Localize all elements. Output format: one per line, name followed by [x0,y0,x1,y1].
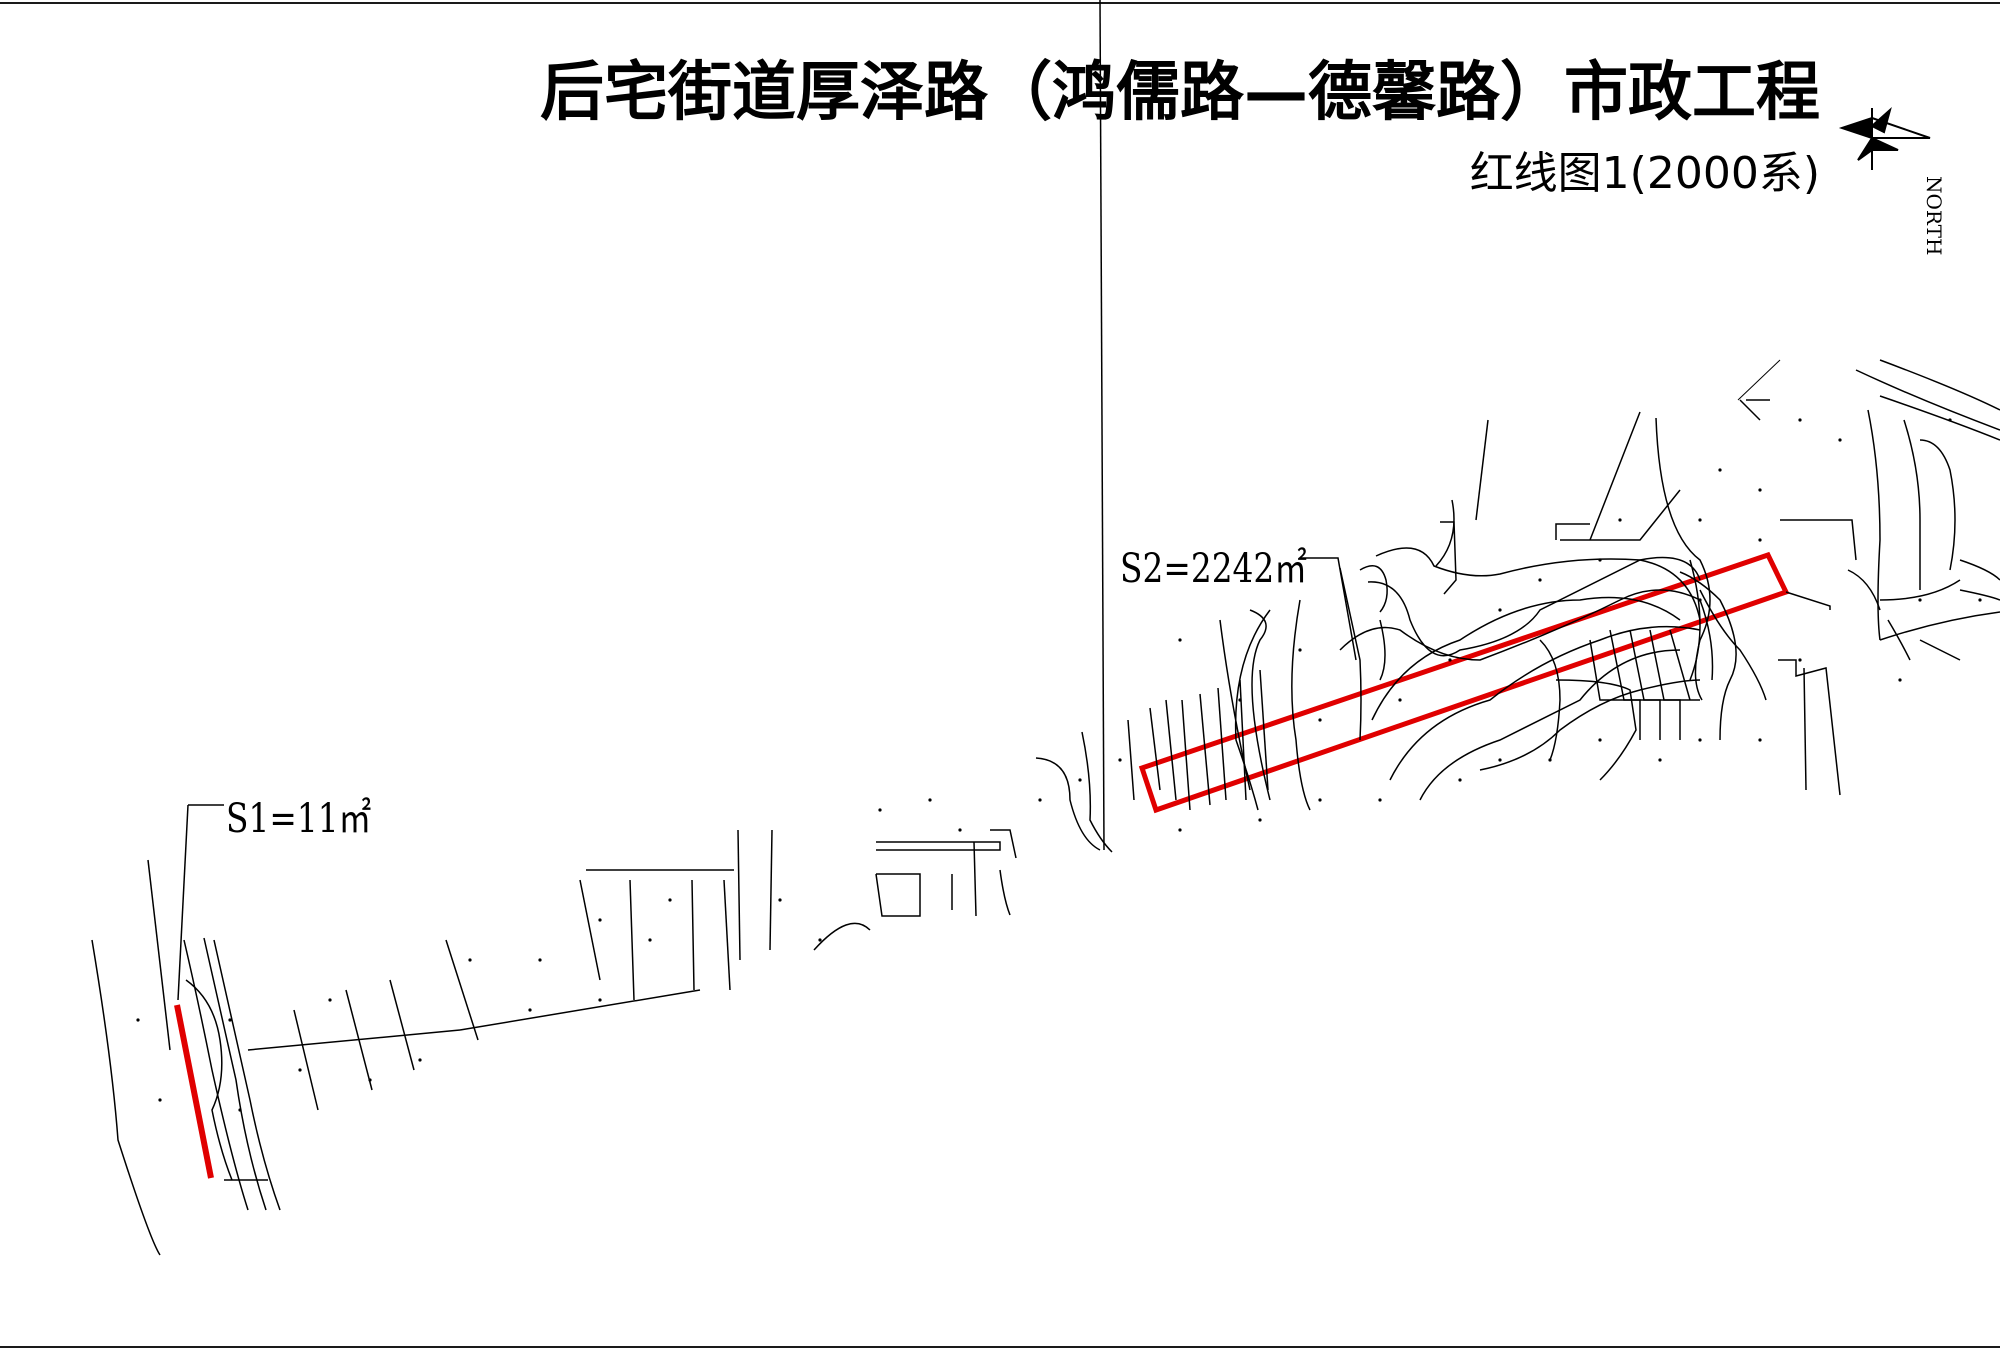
north-label: NORTH [1922,176,1946,256]
road-edges-west [91,859,701,1256]
drawing-title: 后宅街道厚泽路（鸿儒路—德馨路）市政工程 [540,56,1820,130]
drawing-subtitle: 红线图1(2000系) [1469,148,1820,199]
area-label-s2: S2=2242㎡ [1120,546,1308,592]
road-edges-east [1737,359,2000,661]
area-label-s1: S1=11㎡ [226,796,372,842]
north-arrow-icon [1838,107,1931,170]
survey-points [136,418,1982,1112]
terrain-linework [293,0,1881,1111]
red-line-boundary-s1 [174,1004,214,1179]
frame-bottom-border [0,1346,2000,1348]
label-leaders [177,557,1357,1001]
frame-top-border [0,2,2000,4]
